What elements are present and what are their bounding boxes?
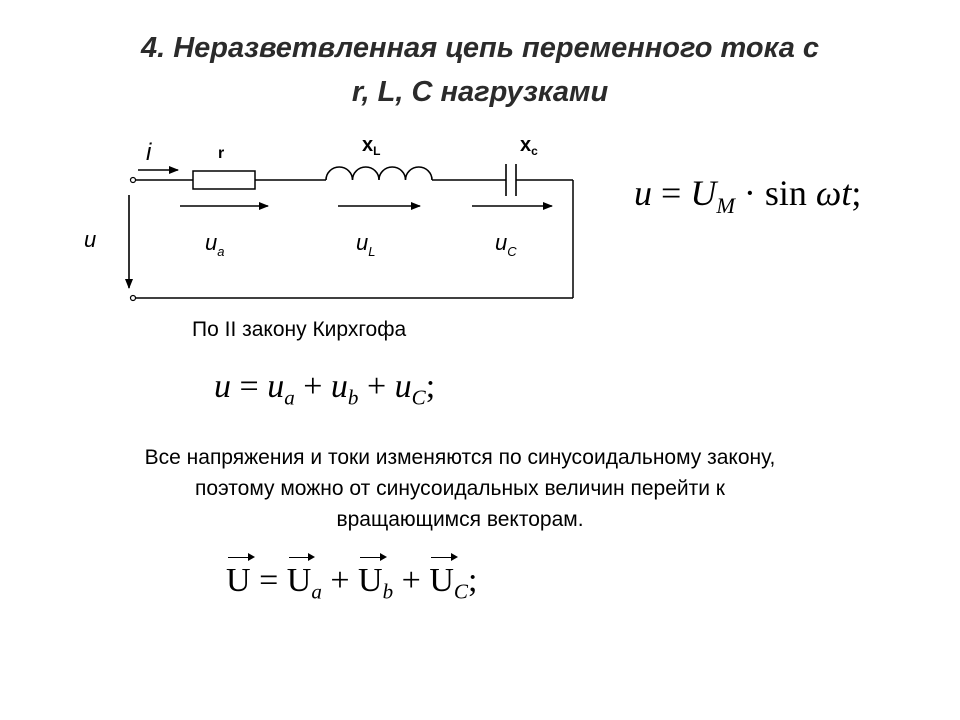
inductor-symbol [325, 166, 433, 181]
capacitor-label: xc [520, 134, 538, 158]
explanation-line-2: поэтому можно от синусоидальных величин … [195, 477, 725, 500]
ul-label: uL [356, 230, 375, 259]
terminal-top [129, 176, 137, 184]
slide-title-line-1: 4. Неразветвленная цепь переменного тока… [140, 32, 820, 64]
inductor-label: xL [362, 134, 380, 158]
explanation-paragraph: Все напряжения и токи изменяются по сину… [40, 442, 880, 535]
source-voltage-label: u [84, 227, 96, 252]
explanation-line-1: Все напряжения и токи изменяются по сину… [144, 446, 776, 469]
slide-title: 4. Неразветвленная цепь переменного тока… [0, 26, 960, 114]
resistor-label: r [218, 145, 224, 162]
terminal-bottom [129, 294, 137, 302]
capacitor-symbol [505, 164, 517, 196]
formula-vector-sum: U = Ua + Ub + UC; [226, 553, 478, 604]
kirchhoff-law-label: По II закону Кирхгофа [192, 318, 407, 341]
resistor-symbol [192, 170, 256, 190]
circuit-wires [135, 179, 574, 299]
formula-voltage-sum: u = ua + ub + uC; [214, 368, 436, 410]
ua-label: ua [205, 230, 224, 259]
formula-sinusoidal-voltage: u = UM · sin ωt; [634, 173, 862, 218]
current-label: i [146, 139, 152, 166]
explanation-line-3: вращающимся векторам. [336, 508, 584, 531]
uc-label: uC [495, 230, 517, 259]
slide-title-line-2: r, L, C нагрузками [351, 76, 609, 108]
